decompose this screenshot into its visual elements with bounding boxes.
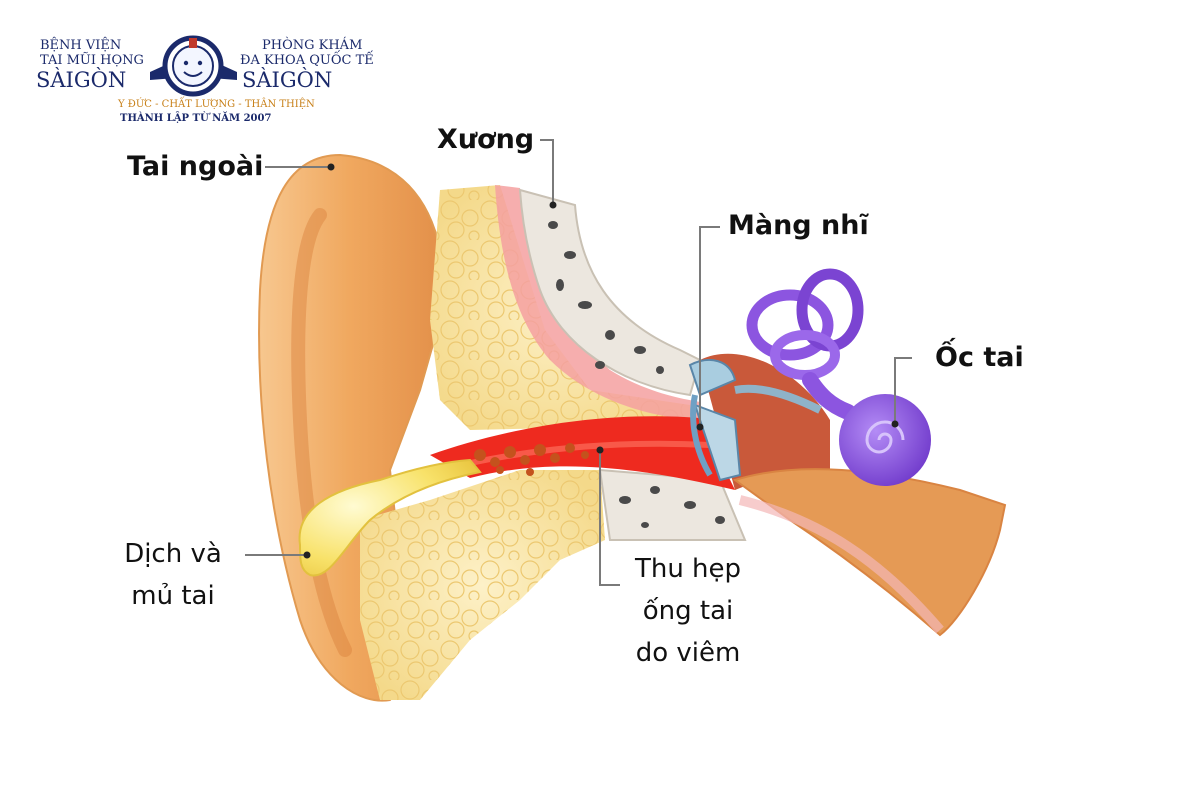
label-narrow-line1: Thu hẹp <box>634 554 742 584</box>
logo-left-line1: BỆNH VIỆN <box>40 38 122 53</box>
bone-upper <box>518 188 702 397</box>
leader-bone <box>540 139 554 203</box>
pus-discharge <box>298 458 482 577</box>
middle-ear <box>688 353 830 490</box>
label-cochlea: Ốc tai <box>935 342 1024 373</box>
leader-eardrum <box>699 226 720 425</box>
label-bone: Xương <box>437 124 535 155</box>
label-fluid-line2: mủ tai <box>131 581 215 611</box>
leader-cochlea <box>894 357 912 422</box>
logo-right-line1: PHÒNG KHÁM <box>262 38 363 53</box>
hospital-logo <box>150 35 237 97</box>
label-fluid-pus: Dịch và mủ tai <box>108 533 238 617</box>
label-eardrum: Màng nhĩ <box>728 210 869 241</box>
label-outer-ear: Tai ngoài <box>127 151 264 182</box>
leader-lines <box>245 139 912 586</box>
inner-ear <box>746 268 864 420</box>
logo-right-line2: ĐA KHOA QUỐC TẾ <box>240 53 374 68</box>
skin-layer <box>495 185 700 420</box>
label-narrow-line3: do viêm <box>635 638 741 668</box>
canal-debris <box>474 443 589 476</box>
logo-left-city: SÀIGÒN <box>36 68 127 92</box>
label-fluid-line1: Dịch và <box>124 539 222 569</box>
inner-canal <box>732 468 1007 637</box>
label-narrow-line2: ống tai <box>642 596 734 626</box>
logo-left-line2: TAI MŨI HỌNG <box>40 53 144 68</box>
label-canal-narrowing: Thu hẹp ống tai do viêm <box>618 548 758 674</box>
leader-narrowing <box>599 452 620 586</box>
logo-founded: THÀNH LẬP TỪ NĂM 2007 <box>120 113 272 124</box>
cochlea <box>839 394 931 486</box>
logo-right-city: SÀIGÒN <box>242 68 333 92</box>
eardrum <box>690 394 713 477</box>
logo-slogan: Y ĐỨC - CHẤT LƯỢNG - THÂN THIỆN <box>118 99 315 110</box>
